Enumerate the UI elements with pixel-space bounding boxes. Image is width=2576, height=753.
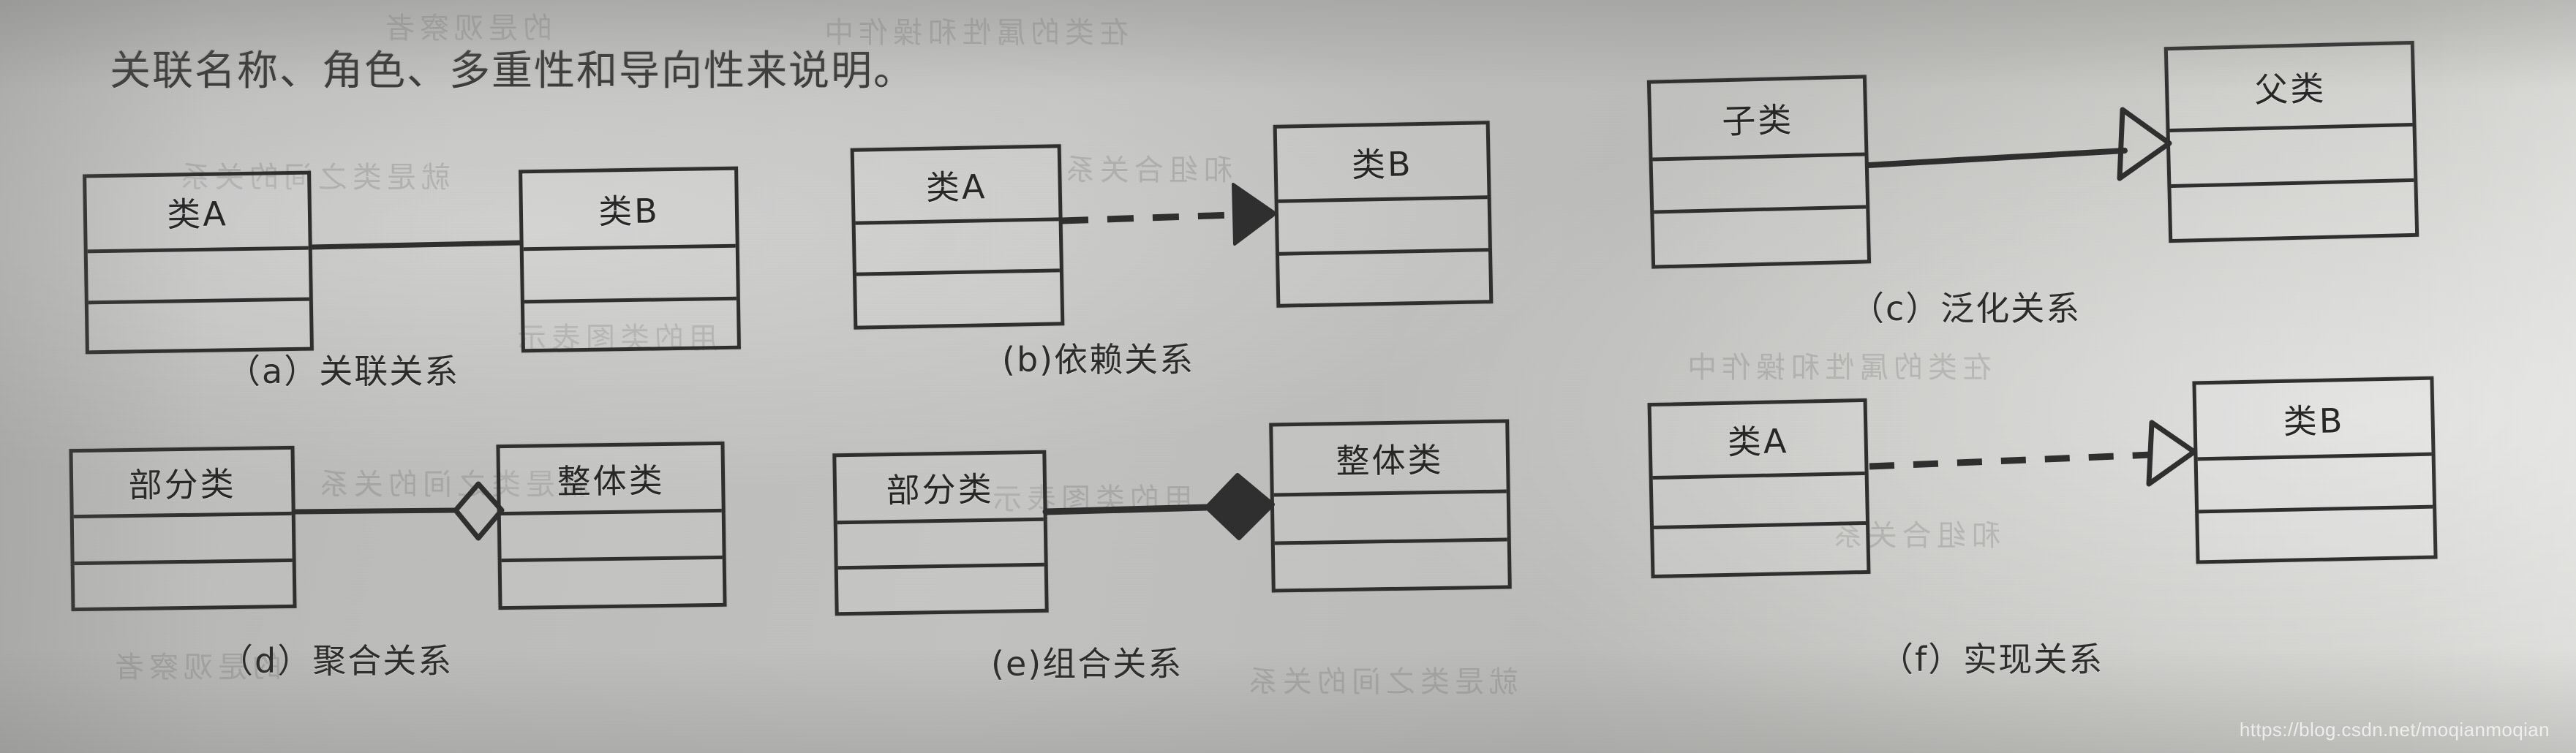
attribute-compartment	[855, 221, 1060, 276]
figure-caption-f: （f）实现关系	[1880, 640, 2104, 679]
figure-caption-c: （c）泛化关系	[1850, 289, 2082, 328]
operation-compartment	[1654, 525, 1867, 575]
class-name-label: 整体类	[1336, 439, 1444, 481]
attribute-compartment	[1652, 156, 1867, 214]
class-name-compartment: 类A	[1651, 401, 1865, 480]
operation-compartment	[1275, 541, 1508, 587]
class-name-label: 类B	[1351, 143, 1413, 185]
class-name-label: 类A	[1727, 420, 1789, 462]
operation-compartment	[75, 562, 293, 608]
class-box-b-source: 类A	[850, 144, 1065, 330]
class-box-c-target: 父类	[2163, 40, 2419, 243]
class-name-compartment: 类A	[854, 148, 1059, 225]
class-name-compartment: 类B	[2196, 379, 2432, 461]
class-name-compartment: 整体类	[500, 444, 722, 516]
operation-compartment	[1279, 251, 1489, 302]
class-box-b-target: 类B	[1273, 121, 1494, 308]
figure-caption-a: （a）关联关系	[227, 352, 460, 391]
attribute-compartment	[1278, 199, 1489, 256]
class-name-compartment: 父类	[2167, 44, 2413, 133]
class-name-label: 父类	[2253, 68, 2327, 110]
class-name-label: 类A	[166, 194, 229, 235]
class-name-compartment: 类B	[522, 170, 736, 251]
class-box-f-source: 类A	[1647, 398, 1871, 579]
attribute-compartment	[837, 521, 1044, 570]
class-name-compartment: 部分类	[836, 453, 1044, 525]
attribute-compartment	[1652, 474, 1867, 530]
class-box-d-source: 部分类	[69, 445, 297, 612]
operation-compartment	[88, 301, 310, 351]
page-heading: 关联名称、角色、多重性和导向性来说明。	[110, 48, 916, 95]
figure-caption-e: (e)组合关系	[991, 644, 1183, 684]
figure-caption-d: （d）聚合关系	[219, 641, 453, 681]
attribute-compartment	[523, 247, 737, 304]
attribute-compartment	[87, 249, 309, 305]
operation-compartment	[856, 272, 1061, 325]
class-name-label: 类B	[598, 190, 660, 232]
class-box-a-source: 类A	[83, 170, 314, 355]
class-name-label: 类A	[925, 166, 987, 208]
class-box-d-target: 整体类	[496, 441, 727, 610]
attribute-compartment	[1273, 493, 1507, 545]
class-name-compartment: 类B	[1276, 124, 1488, 203]
attribute-compartment	[2197, 455, 2433, 514]
class-name-compartment: 类A	[86, 174, 309, 254]
attribute-compartment	[2169, 126, 2414, 189]
attribute-compartment	[73, 515, 293, 566]
class-box-f-target: 类B	[2192, 376, 2438, 564]
class-name-compartment: 子类	[1651, 78, 1865, 162]
operation-compartment	[2199, 509, 2433, 559]
operation-compartment	[502, 559, 723, 605]
class-box-c-source: 子类	[1646, 75, 1872, 269]
class-name-label: 子类	[1721, 99, 1794, 141]
operation-compartment	[1654, 208, 1867, 265]
operation-compartment	[838, 567, 1045, 612]
figure-caption-b: (b)依赖关系	[1002, 340, 1195, 379]
class-name-compartment: 部分类	[72, 449, 292, 519]
class-box-e-target: 整体类	[1269, 419, 1512, 593]
class-name-label: 部分类	[886, 469, 994, 510]
class-name-label: 部分类	[128, 463, 237, 505]
class-name-label: 类B	[2283, 400, 2345, 442]
class-box-a-target: 类B	[519, 166, 741, 353]
class-name-compartment: 整体类	[1273, 423, 1507, 497]
class-name-label: 整体类	[557, 460, 666, 502]
operation-compartment	[2171, 182, 2415, 239]
attribute-compartment	[500, 512, 723, 563]
source-watermark: https://blog.csdn.net/moqianmoqian	[2239, 719, 2550, 741]
operation-compartment	[524, 300, 737, 349]
class-box-e-source: 部分类	[832, 450, 1049, 616]
